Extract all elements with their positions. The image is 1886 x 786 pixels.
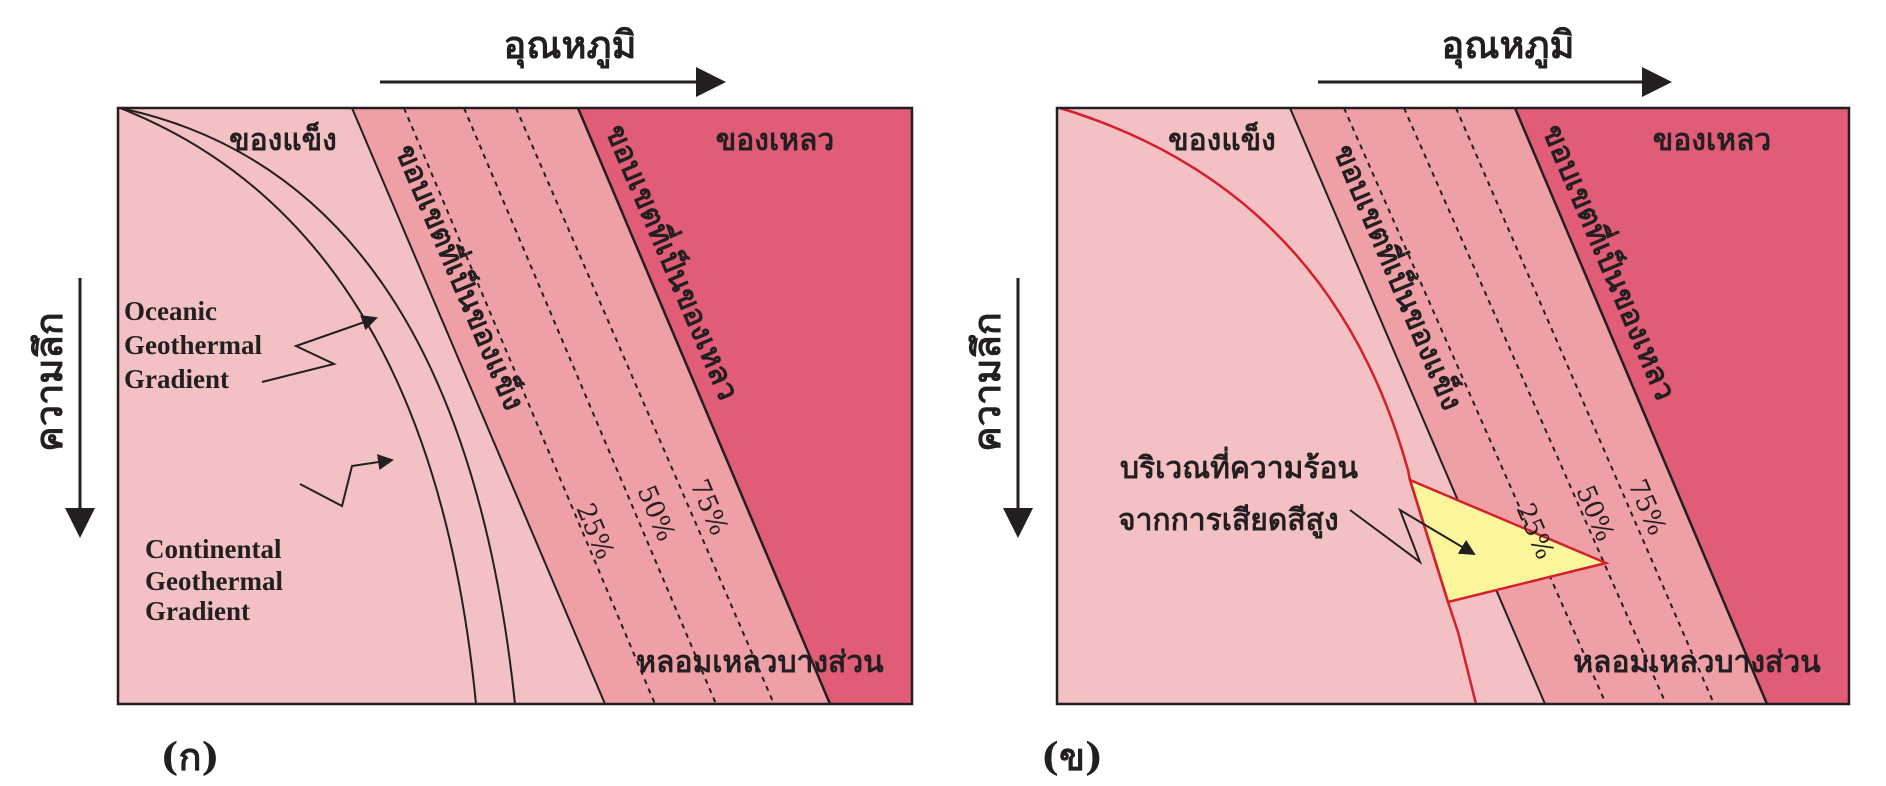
temperature-axis-label-b: อุณหภูมิ (1441, 22, 1574, 69)
partial-melt-label-b: หลอมเหลวบางส่วน (1573, 645, 1821, 680)
solidus-line-b (1289, 107, 1546, 705)
depth-axis-label: ความลึก (26, 312, 71, 451)
oceanic-pointer (261, 315, 378, 383)
liquid-region (578, 108, 912, 704)
oceanic-geotherm-curve (119, 107, 516, 705)
panel-b: อุณหภูมิ ความลึก ของแข็ง ของเหลว ขอบเขตท… (964, 22, 1851, 779)
panel-b-frame (1055, 106, 1851, 706)
solid-label: ของแข็ง (229, 121, 337, 158)
panel-a-letter: (ก) (161, 734, 220, 779)
temperature-axis-label: อุณหภูมิ (503, 22, 636, 69)
friction-heat-label-line2: จากการเสียดสีสูง (1118, 503, 1339, 539)
melt-25-line (403, 107, 656, 705)
liquid-label: ของเหลว (716, 123, 834, 158)
panel-a: อุณหภูมิ ความลึก ของแข็ง ของเหลว ขอบเขตท… (26, 22, 914, 779)
partial-melt-label: หลอมเหลวบางส่วน (636, 645, 884, 680)
depth-axis-label-b: ความลึก (964, 312, 1009, 451)
panel-b-letter: (ข) (1041, 734, 1103, 779)
liquidus-line-b (1513, 107, 1769, 705)
melt-50-line (463, 107, 717, 705)
oceanic-label-line2: Geothermal (124, 330, 262, 360)
continental-label-line3: Gradient (145, 596, 250, 626)
liquid-label-b: ของเหลว (1653, 123, 1771, 158)
oceanic-label-line1: Oceanic (124, 296, 217, 326)
friction-heat-label-line1: บริเวณที่ความร้อน (1120, 446, 1359, 486)
panel-a-frame (116, 106, 914, 706)
melt-75-line (515, 107, 775, 705)
melt-75-line-b (1455, 107, 1715, 705)
subduction-geotherm-curve (1059, 106, 1478, 705)
melt-50-line-b (1403, 107, 1667, 705)
continental-label-line1: Continental (145, 534, 282, 564)
liquidus-line (576, 107, 832, 705)
liquid-region-b (1515, 108, 1849, 704)
friction-heat-pointer (1349, 507, 1476, 565)
melt-25-line-b (1343, 107, 1607, 705)
solidus-line (351, 107, 606, 705)
oceanic-label-line3: Gradient (124, 364, 229, 394)
continental-label-line2: Geothermal (145, 566, 283, 596)
continental-pointer (299, 454, 394, 508)
solid-label-b: ของแข็ง (1168, 121, 1276, 158)
